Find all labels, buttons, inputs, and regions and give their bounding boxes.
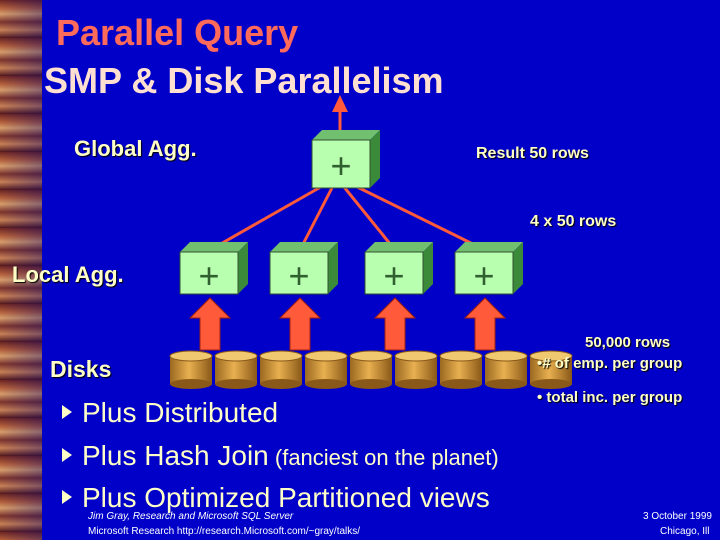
disk-5 (349, 350, 393, 389)
block-arrow-3 (373, 297, 417, 351)
bullet-sub-text: (fanciest on the planet) (268, 445, 499, 470)
disk-8 (484, 350, 528, 389)
disk-6 (394, 350, 438, 389)
result-label: Result 50 rows (476, 145, 589, 162)
local-plus-symbol-2: + (288, 255, 309, 296)
disk-7 (439, 350, 483, 389)
total-per-group-label: • total inc. per group (537, 389, 683, 406)
link-line-1 (209, 178, 334, 252)
title-line-1: Parallel Query (56, 12, 299, 53)
link-line-3 (338, 181, 397, 251)
link-line-2 (298, 181, 337, 251)
bullet-triangle-icon (62, 447, 72, 462)
decorative-side-shade (0, 0, 42, 540)
bullet-triangle-icon (62, 489, 72, 504)
four-x-label: 4 x 50 rows (530, 213, 617, 230)
footer-date: 3 October 1999 (643, 511, 712, 522)
disk-3 (259, 350, 303, 389)
fifty-thousand-label: 50,000 rows (585, 334, 671, 351)
local-plus-symbol-1: + (198, 255, 219, 296)
disks-label: Disks (50, 356, 112, 382)
local-plus-symbol-4: + (473, 255, 494, 296)
title-line-2: SMP & Disk Parallelism (44, 60, 444, 101)
global-agg-label: Global Agg. (74, 136, 197, 161)
local-agg-box-3: + (364, 242, 433, 296)
bullet-main-text: Plus Optimized Partitioned views (82, 482, 490, 513)
footer-url: Microsoft Research http://research.Micro… (88, 526, 361, 537)
global-plus-symbol: + (330, 145, 351, 186)
bullet-triangle-icon (62, 404, 72, 419)
local-agg-box-2: + (269, 242, 338, 296)
local-agg-label: Local Agg. (12, 262, 124, 287)
link-line-4 (342, 178, 486, 252)
footer-author: Jim Gray, Research and Microsoft SQL Ser… (88, 511, 294, 522)
bullet-item-1: Plus Distributed (62, 397, 278, 429)
local-agg-box-1: + (179, 242, 248, 296)
bullet-item-3: Plus Optimized Partitioned views (62, 482, 490, 514)
block-arrow-4 (463, 297, 507, 351)
result-arrow-head (332, 95, 348, 112)
disk-4 (304, 350, 348, 389)
disk-1 (169, 350, 213, 389)
bullet-main-text: Plus Distributed (82, 397, 279, 428)
block-arrow-1 (188, 297, 232, 351)
decorative-side-strip (0, 0, 42, 540)
global-agg-box: + (311, 130, 380, 189)
bullet-main-text: Plus Hash Join (82, 440, 269, 471)
local-agg-box-4: + (454, 242, 523, 296)
local-plus-symbol-3: + (383, 255, 404, 296)
disk-2 (214, 350, 258, 389)
disk-9 (529, 350, 573, 389)
bullet-item-2: Plus Hash Join (fanciest on the planet) (62, 440, 499, 472)
footer-place: Chicago, Ill (660, 526, 710, 537)
block-arrow-2 (278, 297, 322, 351)
emp-per-group-label: •# of emp. per group (537, 355, 683, 372)
